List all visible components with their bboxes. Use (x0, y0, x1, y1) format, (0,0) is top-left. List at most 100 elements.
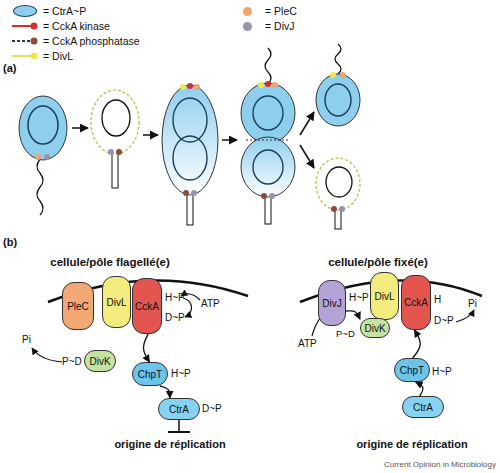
legend-sample-box (232, 19, 262, 33)
circle-shape (187, 83, 193, 89)
path-shape (335, 44, 341, 74)
protein-name: DivL (106, 297, 126, 308)
annotation: H~P (349, 292, 369, 303)
legend-sample-box (10, 49, 40, 63)
phospho-transfer-arrow (160, 386, 170, 398)
protein-shape: DivL (370, 272, 399, 320)
daughter-stalked-cell (316, 158, 360, 229)
legend-entry: = CckA kinase (10, 19, 110, 33)
annotation: ATP (298, 338, 317, 349)
legend-text: = DivL (43, 50, 73, 62)
annotation: ATP (201, 298, 220, 309)
legend-sample-box (10, 19, 40, 33)
circle-shape (194, 84, 200, 90)
annotation: H~P (165, 292, 185, 303)
circle-shape (180, 84, 186, 90)
circle-shape (331, 206, 337, 212)
ellipse-shape (253, 96, 283, 130)
protein-name: ChpT (400, 365, 424, 376)
panel-letter: (b) (3, 236, 17, 248)
annotation: P~D (336, 329, 355, 339)
ellipse-shape (173, 136, 207, 180)
ellipse-shape (102, 100, 130, 136)
stalked-cell (91, 90, 139, 188)
protein-shape: ChpT (394, 358, 430, 382)
dividing-cell (241, 48, 295, 224)
annotation: H (434, 294, 441, 305)
legend-entry: = PleC (232, 4, 297, 18)
protein-shape: DivL (102, 276, 131, 328)
ellipse-shape (316, 158, 360, 210)
annotation: Pi (22, 334, 31, 345)
line-shape (143, 134, 158, 136)
legend-swatch (243, 7, 252, 16)
protein-shape: PleC (62, 282, 94, 330)
circle-shape (116, 149, 122, 155)
circle-shape (44, 154, 50, 160)
annotation: origine de réplication (356, 438, 467, 450)
annotation: D~P (165, 312, 185, 323)
path-shape (456, 310, 474, 322)
path-shape (265, 48, 271, 84)
watermark: Current Opinion in Microbiology (384, 461, 496, 470)
protein-name: CckA (404, 297, 428, 308)
protein-shape: CtrA (402, 396, 444, 418)
rect-shape (187, 194, 193, 225)
line-shape (72, 127, 88, 129)
predivisional-cell (162, 83, 218, 225)
ellipse-shape (326, 167, 352, 197)
legend-sample-box (10, 34, 40, 48)
annotation: Pi (468, 298, 477, 309)
ellipse-shape (325, 84, 351, 116)
protein-shape: DivK (84, 350, 116, 372)
ellipse-shape (316, 74, 360, 126)
circle-shape (272, 82, 278, 88)
annotation: D~P (434, 315, 454, 326)
phospho-transfer-arrow (346, 311, 360, 320)
annotation: origine de réplication (114, 438, 225, 450)
path-shape (168, 431, 190, 433)
annotation: H~P (171, 368, 191, 379)
legend-sample (11, 21, 39, 31)
ellipse-shape (28, 106, 58, 144)
legend-dot (31, 23, 38, 30)
ellipse-shape (19, 96, 67, 160)
circle-shape (191, 190, 197, 196)
rect-shape (335, 209, 341, 229)
column-heading: cellule/pôle flagellé(e) (50, 256, 170, 269)
legend-line (12, 40, 33, 42)
circle-shape (258, 82, 264, 88)
line-shape (300, 145, 314, 168)
protein-shape: CckA (401, 275, 431, 330)
phospho-transfer-arrow (144, 334, 150, 362)
legend-swatch (243, 22, 252, 31)
panel-letter: (a) (3, 62, 16, 74)
legend-line (12, 25, 33, 27)
protein-name: CckA (135, 301, 159, 312)
path-shape (178, 420, 180, 432)
legend-line (12, 55, 33, 57)
annotation: H~P (432, 366, 452, 377)
protein-name: PleC (67, 301, 89, 312)
legend-sample (11, 36, 39, 46)
path-shape (37, 159, 43, 215)
annotation: P~D (62, 356, 82, 367)
phospho-transfer-arrow (416, 382, 423, 396)
legend-text: = PleC (265, 5, 297, 17)
legend-text: = DivJ (265, 20, 294, 32)
protein-shape: ChpT (132, 362, 168, 386)
rect-shape (265, 196, 271, 224)
protein-name: DivL (374, 291, 394, 302)
swarmer-cell (19, 96, 67, 215)
protein-shape: DivJ (318, 280, 346, 326)
ellipse-shape (91, 90, 139, 154)
protein-name: ChpT (138, 369, 162, 380)
legend-text: = CckA kinase (43, 20, 110, 32)
rect-shape (112, 152, 118, 188)
phospho-transfer-arrow (413, 330, 421, 358)
protein-name: CtrA (169, 404, 189, 415)
legend-sample-box (232, 4, 262, 18)
circle-shape (35, 154, 41, 160)
circle-shape (265, 81, 271, 87)
circle-shape (261, 193, 267, 199)
